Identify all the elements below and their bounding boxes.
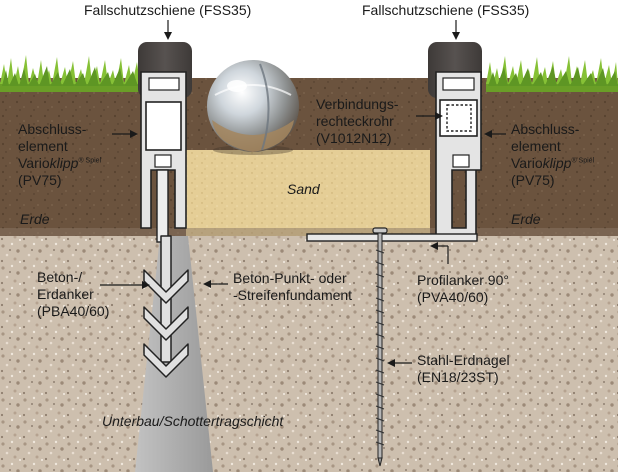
concrete-foundation	[135, 236, 213, 472]
connector-line-2: rechteckrohr	[316, 113, 394, 129]
sand-fill	[186, 150, 430, 236]
leader-arrows	[100, 20, 506, 367]
label-foundation: Beton-Punkt- oder -Streifenfundament	[233, 270, 353, 303]
connector-line-3: (V1012N12)	[316, 130, 392, 146]
label-soil-right: Erde	[511, 211, 541, 227]
label-rail-right: Fallschutzschiene (FSS35)	[362, 2, 530, 18]
right-rail-assembly	[428, 42, 482, 237]
anchor-chevrons	[143, 235, 189, 378]
label-sand: Sand	[287, 181, 320, 197]
anchor-stem	[156, 169, 169, 243]
gravel-subbase	[0, 233, 618, 472]
label-soil-left: Erde	[20, 211, 50, 227]
profile-anchor-plate	[306, 233, 478, 242]
label-concrete-anchor: Beton-/ Erdanker (PBA40/60)	[37, 269, 110, 319]
label-end-element-left: Abschluss- element Varioklipp® Spiel (PV…	[18, 121, 102, 188]
label-connector: Verbindungs- rechteckrohr (V1012N12)	[316, 96, 399, 147]
steel-ground-nail	[372, 227, 388, 467]
steel-ball-icon	[207, 60, 299, 155]
grass-left	[0, 55, 140, 92]
label-end-element-right: Abschluss- element Varioklipp® Spiel (PV…	[511, 121, 595, 188]
connector-tube	[446, 104, 472, 132]
left-rail-assembly	[138, 42, 192, 243]
label-steel-nail: Stahl-Erdnagel (EN18/23ST)	[417, 352, 510, 385]
grass-right	[486, 56, 618, 92]
label-profile-anchor: Profilanker 90° (PVA40/60)	[417, 272, 509, 305]
connector-line-1: Verbindungs-	[316, 96, 399, 112]
label-subbase: Unterbau/Schottertragschicht	[102, 413, 284, 429]
label-rail-left: Fallschutzschiene (FSS35)	[84, 2, 252, 18]
